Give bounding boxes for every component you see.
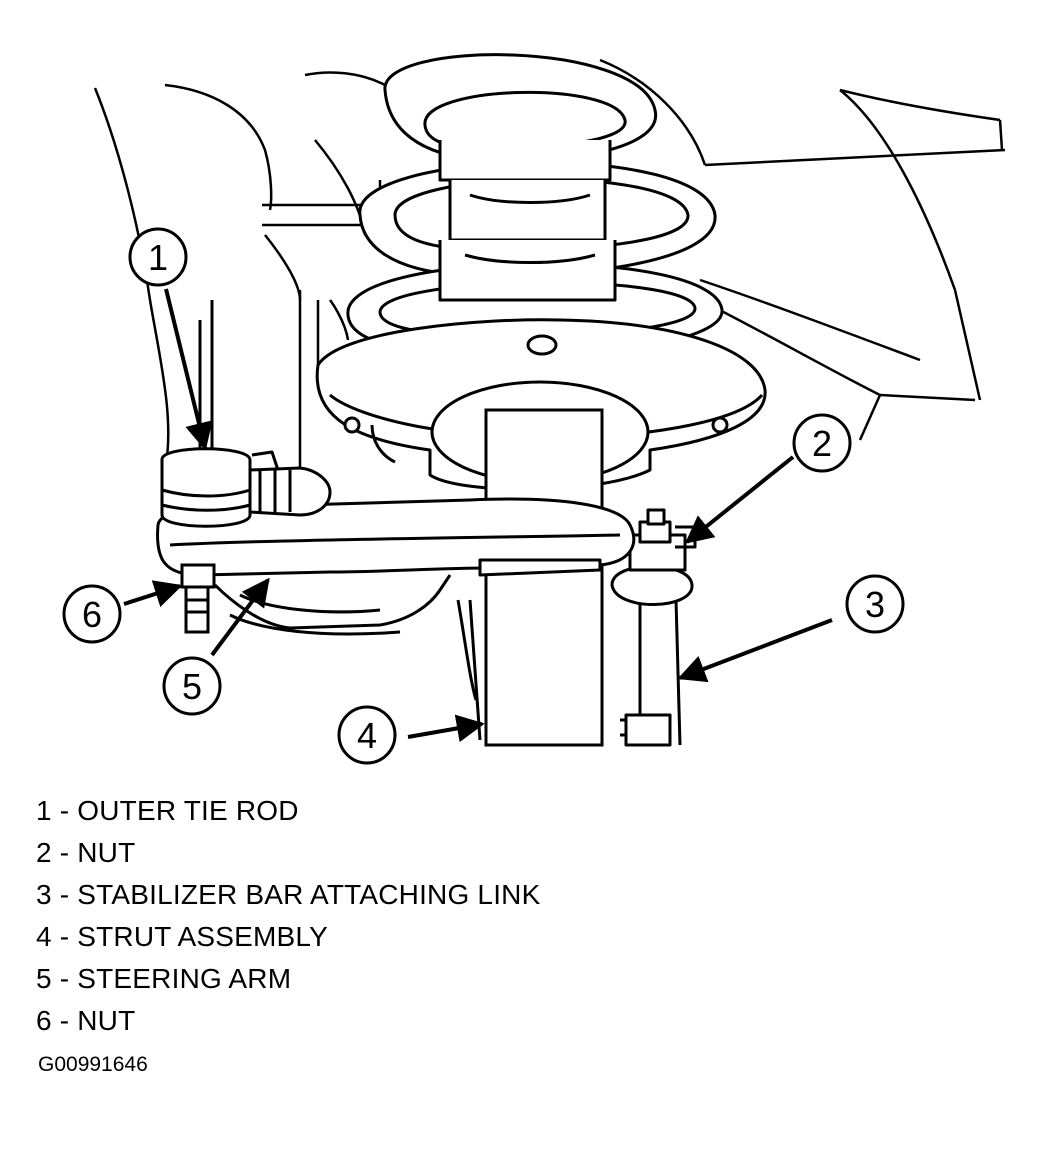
leader-arrow-2 xyxy=(684,455,795,544)
svg-text:6: 6 xyxy=(82,594,102,635)
svg-text:3: 3 xyxy=(865,584,885,625)
callout-3: 3 xyxy=(845,574,905,634)
leader-arrow-4 xyxy=(407,714,485,743)
parts-legend: 1 - OUTER TIE ROD 2 - NUT 3 - STABILIZER… xyxy=(36,790,540,1042)
figure-id: G00991646 xyxy=(38,1053,148,1076)
svg-text:5: 5 xyxy=(182,666,202,707)
callout-2: 2 xyxy=(792,413,852,473)
body-panel-outline xyxy=(93,58,1006,480)
svg-text:4: 4 xyxy=(357,715,377,756)
outer-tie-rod xyxy=(160,300,332,528)
tie-rod-nut xyxy=(180,563,216,634)
suspension-diagram: 1 2 3 4 5 6 xyxy=(62,53,1006,765)
coil-spring xyxy=(346,53,724,358)
leader-arrow-1 xyxy=(164,288,213,451)
legend-item-stabilizer-link: 3 - STABILIZER BAR ATTACHING LINK xyxy=(36,879,541,910)
legend-item-nut: 2 - NUT xyxy=(36,837,136,868)
legend-item-outer-tie-rod: 1 - OUTER TIE ROD xyxy=(36,795,299,826)
strut-body xyxy=(456,408,604,747)
callout-6: 6 xyxy=(62,584,122,644)
callout-5: 5 xyxy=(162,656,222,716)
callout-4: 4 xyxy=(337,705,397,765)
legend-item-steering-arm: 5 - STEERING ARM xyxy=(36,963,292,994)
svg-text:2: 2 xyxy=(812,423,832,464)
callout-1: 1 xyxy=(128,227,188,287)
leader-arrow-3 xyxy=(677,618,833,683)
legend-item-strut-assembly: 4 - STRUT ASSEMBLY xyxy=(36,921,328,952)
svg-text:1: 1 xyxy=(148,237,168,278)
leader-arrow-6 xyxy=(123,580,183,608)
legend-item-nut-2: 6 - NUT xyxy=(36,1005,136,1036)
leader-arrow-5 xyxy=(210,577,270,657)
